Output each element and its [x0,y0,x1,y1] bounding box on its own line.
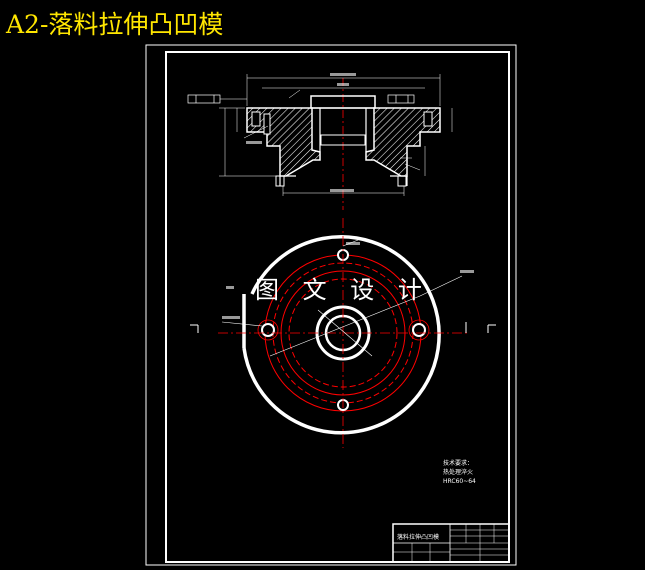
tech-req-heading: 技术要求： [443,460,474,467]
drawing-title: A2-落料拉伸凸凹模 [6,10,224,39]
plan-view [190,218,496,448]
outer-border [145,44,517,566]
tech-req-line2: HRC60~64 [443,478,476,485]
section-view [187,73,453,210]
tech-req-line1: 热处理淬火 [443,469,474,476]
watermark-text: 图 文 设 计 [255,276,430,304]
technical-requirements: 技术要求： 热处理淬火 HRC60~64 [443,459,476,486]
title-block-drawing-name: 落料拉伸凸凹模 [397,534,440,541]
inner-border [165,51,510,563]
title-block [392,523,510,563]
